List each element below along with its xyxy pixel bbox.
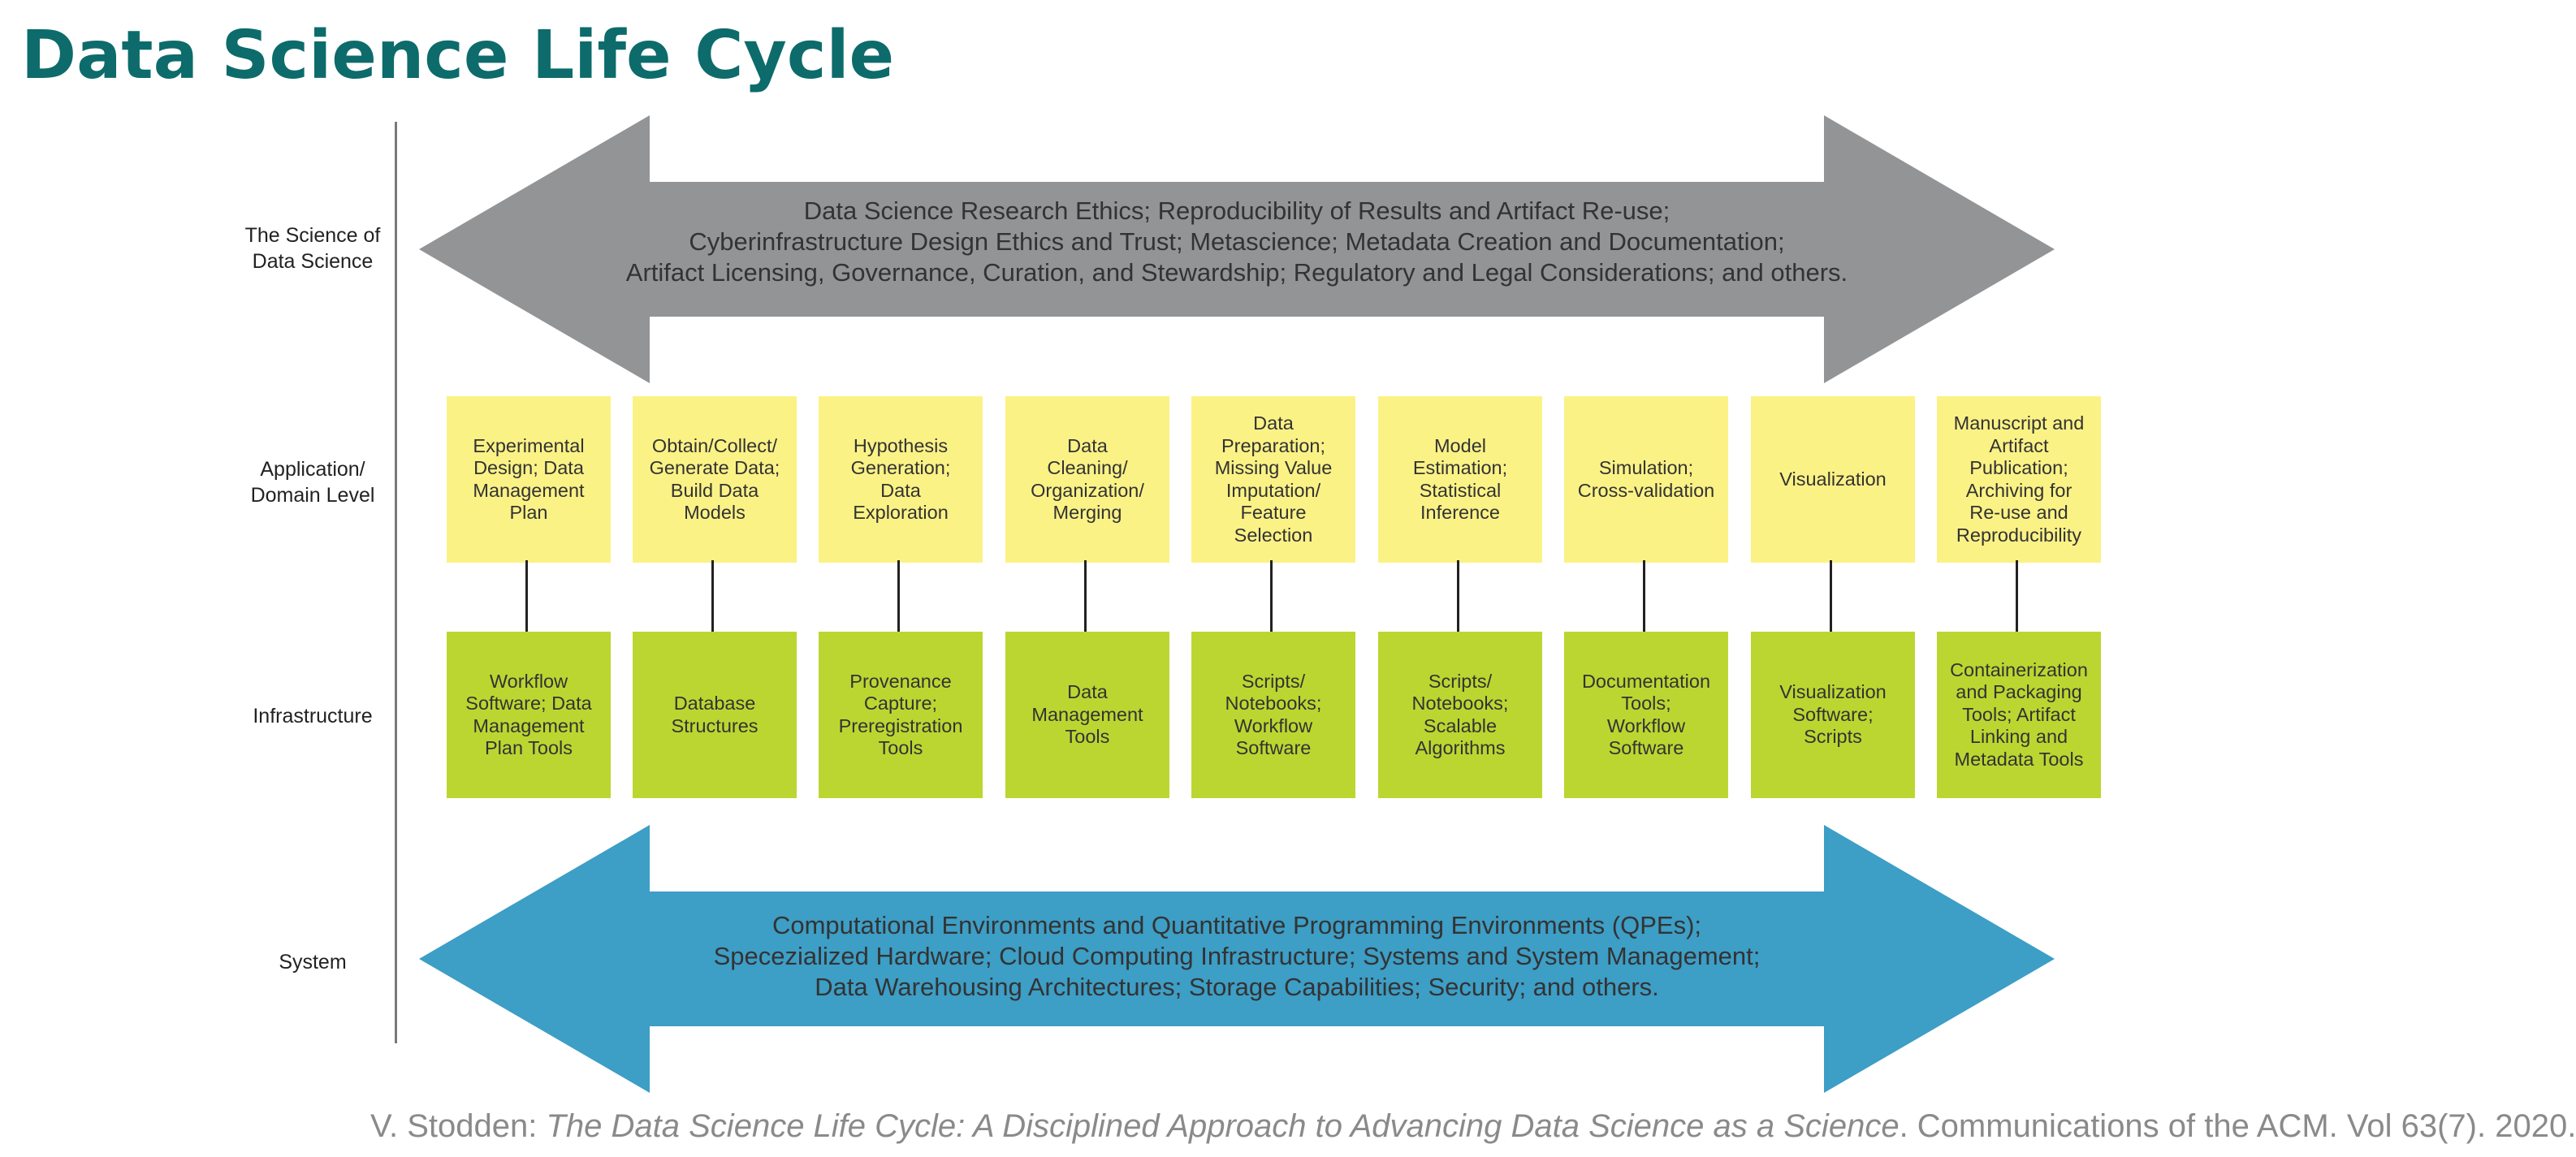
connector-line xyxy=(1270,560,1273,632)
system-arrow-text: Computational Environments and Quantitat… xyxy=(568,910,1905,1003)
level-label-infrastructure: Infrastructure xyxy=(253,705,373,727)
science-double-arrow xyxy=(419,115,2055,383)
level-label-application: Application/ Domain Level xyxy=(250,458,375,507)
science-arrow-line: Cyberinfrastructure Design Ethics and Tr… xyxy=(689,227,1785,256)
science-arrow-text: Data Science Research Ethics; Reproducib… xyxy=(568,196,1905,288)
level-label-system: System xyxy=(279,951,347,974)
connector-line xyxy=(1457,560,1459,632)
level-axis-line xyxy=(395,122,397,1043)
science-arrow-shape xyxy=(419,115,2055,383)
citation: V. Stodden: The Data Science Life Cycle:… xyxy=(370,1106,2576,1146)
connector-line xyxy=(2016,560,2018,632)
connector-line xyxy=(897,560,900,632)
level-label-science: The Science of Data Science xyxy=(244,224,381,273)
system-arrow-line: Specezialized Hardware; Cloud Computing … xyxy=(713,942,1761,970)
system-double-arrow xyxy=(419,825,2055,1093)
system-arrow-line: Data Warehousing Architectures; Storage … xyxy=(815,973,1659,1001)
connector-line xyxy=(1830,560,1832,632)
application-box: Simulation;Cross-validation xyxy=(1564,396,1728,563)
connector-line xyxy=(1643,560,1645,632)
page-title: Data Science Life Cycle xyxy=(21,17,895,94)
science-arrow-line: Artifact Licensing, Governance, Curation… xyxy=(625,258,1848,287)
connector-line xyxy=(1084,560,1087,632)
application-box: Visualization xyxy=(1751,396,1915,563)
citation-author: V. Stodden: xyxy=(370,1108,547,1144)
connector-line xyxy=(525,560,528,632)
science-arrow-line: Data Science Research Ethics; Reproducib… xyxy=(803,196,1671,225)
connector-line xyxy=(711,560,714,632)
citation-source: . Communications of the ACM. Vol 63(7). … xyxy=(1899,1108,2576,1144)
system-arrow-line: Computational Environments and Quantitat… xyxy=(772,911,1702,939)
citation-work-title: The Data Science Life Cycle: A Disciplin… xyxy=(546,1108,1900,1144)
system-arrow-shape xyxy=(419,825,2055,1093)
